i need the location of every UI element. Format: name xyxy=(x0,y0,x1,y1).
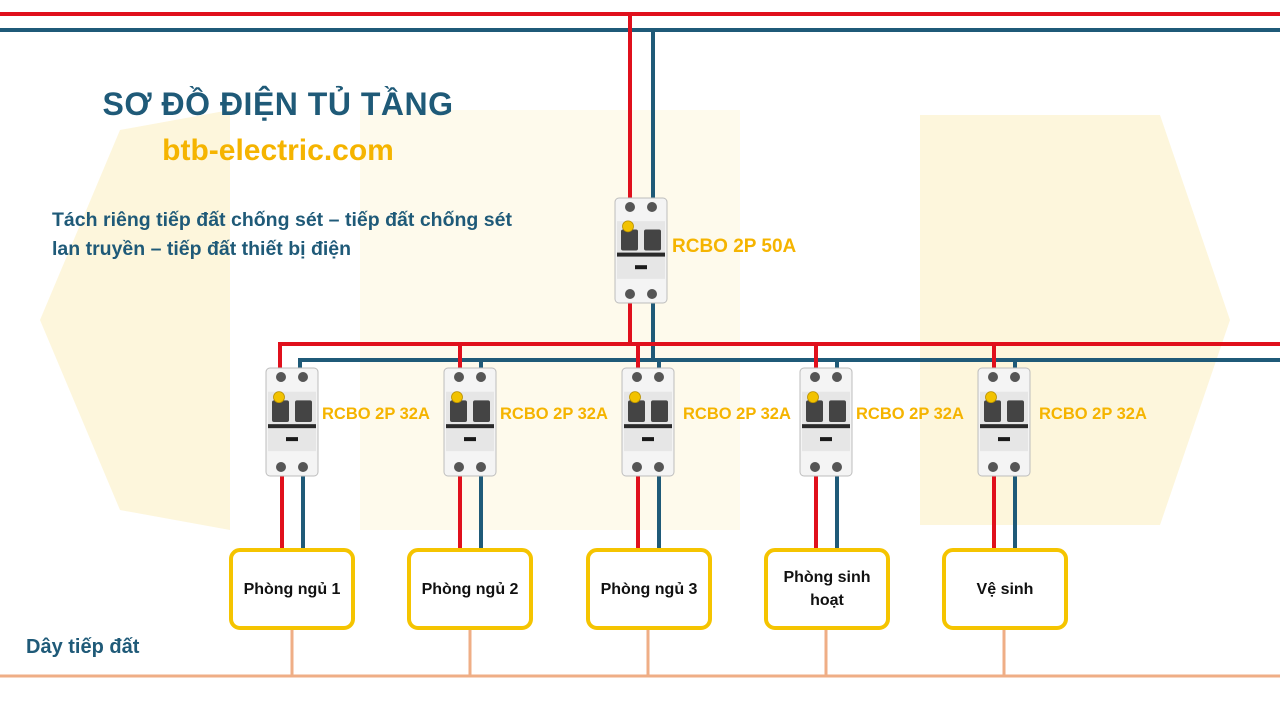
branch-breaker xyxy=(443,367,497,477)
terminal-screw xyxy=(625,289,635,299)
breaker-toggle xyxy=(628,400,645,422)
breaker-toggle xyxy=(1007,400,1024,422)
branch-breaker-label: RCBO 2P 32A xyxy=(683,405,791,423)
branch-breaker xyxy=(265,367,319,477)
terminal-screw xyxy=(476,462,486,472)
branch-breaker xyxy=(621,367,675,477)
branch-breaker-label: RCBO 2P 32A xyxy=(856,405,964,423)
room-box: Vệ sinh xyxy=(942,548,1068,630)
breaker-toggle xyxy=(984,400,1001,422)
breaker-toggle xyxy=(644,229,661,251)
terminal-screw xyxy=(276,462,286,472)
breaker-toggle xyxy=(272,400,289,422)
breaker-rail xyxy=(446,424,494,429)
terminal-screw xyxy=(476,372,486,382)
branch-breaker-label: RCBO 2P 32A xyxy=(322,405,430,423)
breaker-toggle xyxy=(829,400,846,422)
page-title: SƠ ĐỒ ĐIỆN TỦ TẦNG xyxy=(102,86,454,122)
watermark-shape xyxy=(920,115,1230,525)
terminal-screw xyxy=(654,462,664,472)
room-box: Phòng ngủ 1 xyxy=(229,548,355,630)
breaker-indicator xyxy=(820,437,832,442)
breaker-toggle xyxy=(621,229,638,251)
terminal-screw xyxy=(454,372,464,382)
breaker-rail xyxy=(980,424,1028,429)
watermark-shape xyxy=(360,110,740,530)
breaker-rail xyxy=(624,424,672,429)
terminal-screw xyxy=(276,372,286,382)
website-label: btb-electric.com xyxy=(162,134,394,167)
terminal-screw xyxy=(988,372,998,382)
terminal-screw xyxy=(1010,372,1020,382)
ground-wire-label: Dây tiếp đất xyxy=(26,636,140,658)
test-button-icon xyxy=(622,220,634,233)
branch-breaker xyxy=(977,367,1031,477)
terminal-screw xyxy=(988,462,998,472)
terminal-screw xyxy=(454,462,464,472)
test-button-icon xyxy=(807,391,819,404)
terminal-screw xyxy=(298,372,308,382)
test-button-icon xyxy=(985,391,997,404)
breakers xyxy=(265,197,1031,477)
terminal-screw xyxy=(654,372,664,382)
breaker-rail xyxy=(802,424,850,429)
terminal-screw xyxy=(632,372,642,382)
breaker-indicator xyxy=(464,437,476,442)
test-button-icon xyxy=(451,391,463,404)
terminal-screw xyxy=(810,372,820,382)
description: Tách riêng tiếp đất chống sét – tiếp đất… xyxy=(52,209,512,260)
breaker-indicator xyxy=(286,437,298,442)
room-box: Phòng ngủ 2 xyxy=(407,548,533,630)
breaker-toggle xyxy=(651,400,668,422)
terminal-screw xyxy=(832,372,842,382)
main-breaker xyxy=(614,197,668,304)
breaker-indicator xyxy=(642,437,654,442)
room-box: Phòng sinh hoạt xyxy=(764,548,890,630)
test-button-icon xyxy=(273,391,285,404)
main-breaker-label: RCBO 2P 50A xyxy=(672,236,797,257)
terminal-screw xyxy=(810,462,820,472)
breaker-rail xyxy=(617,252,665,257)
breaker-toggle xyxy=(806,400,823,422)
breaker-indicator xyxy=(998,437,1010,442)
terminal-screw xyxy=(832,462,842,472)
phase-distribution-bus xyxy=(278,342,1280,376)
test-button-icon xyxy=(629,391,641,404)
terminal-screw xyxy=(1010,462,1020,472)
terminal-screw xyxy=(647,289,657,299)
breaker-toggle xyxy=(473,400,490,422)
breaker-indicator xyxy=(635,265,647,270)
branch-breaker xyxy=(799,367,853,477)
room-box: Phòng ngủ 3 xyxy=(586,548,712,630)
terminal-screw xyxy=(298,462,308,472)
breaker-toggle xyxy=(295,400,312,422)
breaker-rail xyxy=(268,424,316,429)
ground-wires xyxy=(0,626,1280,678)
breaker-toggle xyxy=(450,400,467,422)
watermark-shape xyxy=(40,110,230,530)
branch-breaker-label: RCBO 2P 32A xyxy=(500,405,608,423)
terminal-screw xyxy=(632,462,642,472)
branch-breaker-label: RCBO 2P 32A xyxy=(1039,405,1147,423)
terminal-screw xyxy=(647,202,657,212)
terminal-screw xyxy=(625,202,635,212)
